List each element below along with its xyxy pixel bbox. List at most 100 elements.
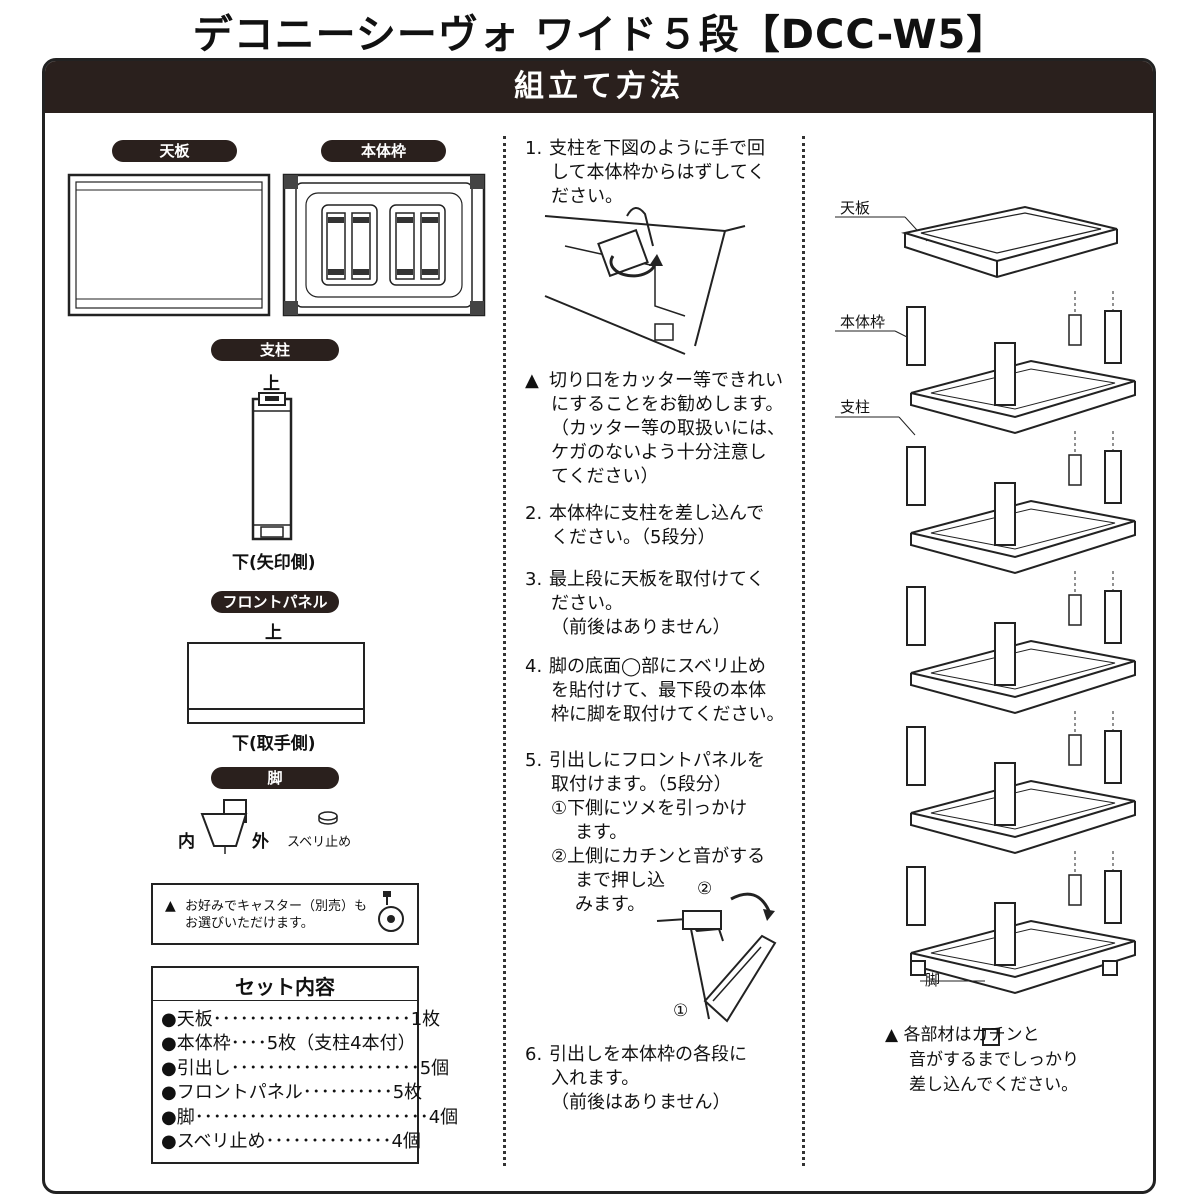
set-row: ●フロントパネル･･････････5枚 — [161, 1082, 423, 1103]
hontaiwaku-illustration — [282, 173, 486, 317]
post-front — [994, 902, 1016, 966]
assembly-label-tenita: 天板 — [840, 199, 871, 217]
post-right — [1104, 730, 1122, 784]
shichu-bottom-label: 下(矢印側) — [232, 553, 316, 573]
frame-tier — [910, 779, 1136, 839]
frame-tier-edge — [910, 801, 1136, 855]
set-row: ●本体枠････5枚（支柱4本付） — [161, 1033, 416, 1054]
assembly-label-ashi: 脚 — [925, 971, 941, 989]
warning-icon: ▲ — [165, 898, 176, 914]
step-2: 2.本体枠に支柱を差し込んで ください。（5段分） — [525, 502, 764, 550]
set-contents-divider — [153, 1000, 417, 1001]
step-5-line: ます。 — [575, 822, 628, 843]
warning-note: ▲切り口をカッター等できれい にすることをお勧めします。 （カッター等の取扱いに… — [525, 369, 785, 489]
step-3-number: 3. — [525, 569, 543, 590]
step-1-line: 支柱を下図のように手で回 — [549, 138, 765, 159]
step-1-number: 1. — [525, 138, 543, 159]
section-banner: 組立て方法 — [45, 61, 1153, 113]
step-5-illustration — [656, 892, 777, 1023]
warning-line: 切り口をカッター等できれい — [549, 370, 783, 391]
step-6: 6.引出しを本体枠の各段に 入れます。 （前後はありません） — [525, 1043, 747, 1115]
post-front — [994, 622, 1016, 686]
step-5-line: 取付けます。（5段分） — [551, 774, 732, 795]
instruction-frame: 組立て方法 天板 本体枠 支柱 上 下(矢印側) — [42, 58, 1156, 1194]
warning-line: ケガのないよう十分注意し — [551, 442, 767, 463]
step-1-line: ださい。 — [551, 186, 623, 207]
step-3: 3. 最上段に天板を取付けてく ださい。 （前後はありません） — [525, 568, 764, 640]
front-panel-illustration — [187, 642, 365, 724]
circle-1-marker: ① — [673, 1001, 689, 1021]
step-6-line: （前後はありません） — [551, 1092, 731, 1113]
front-panel-top-label: 上 — [265, 623, 282, 643]
label-hontaiwaku: 本体枠 — [321, 140, 446, 162]
assembly-illustration — [835, 205, 1136, 1046]
post-back — [1068, 314, 1082, 346]
assembly-note-line: 各部材はカチンと — [903, 1025, 1040, 1045]
frame-tier — [910, 639, 1136, 699]
assembly-label-shichu: 支柱 — [840, 398, 871, 416]
step-5: 5. 引出しにフロントパネルを 取付けます。（5段分） ①下側にツメを引っかけ ま… — [525, 749, 765, 917]
post-back — [1068, 454, 1082, 486]
assembly-label-hontaiwaku: 本体枠 — [840, 313, 886, 331]
step-4: 4.脚の底面◯部にスベリ止め を貼付けて、最下段の本体 枠に脚を取付けてください… — [525, 655, 784, 727]
front-panel-bottom-label: 下(取手側) — [232, 734, 316, 754]
column-divider — [802, 136, 805, 1166]
post-left — [906, 866, 926, 926]
set-contents-header: セット内容 — [235, 975, 335, 999]
shichu-illustration — [251, 392, 293, 541]
step-4-line: 脚の底面◯部にスベリ止め — [549, 656, 766, 677]
step-5-line: ①下側にツメを引っかけ — [551, 798, 748, 819]
page-title: デコニーシーヴォ ワイド５段【DCC-W5】 — [192, 12, 1008, 58]
step-6-line: 入れます。 — [551, 1068, 640, 1089]
post-back — [1068, 734, 1082, 766]
label-front-panel: フロントパネル — [211, 591, 339, 613]
step-2-number: 2. — [525, 503, 543, 524]
frame-tier-edge — [910, 661, 1136, 715]
step-3-line: ださい。 — [551, 593, 623, 614]
label-shichu: 支柱 — [211, 339, 339, 361]
suberi-label: スベリ止め — [287, 835, 352, 850]
step-3-line: （前後はありません） — [551, 617, 731, 638]
column-divider — [503, 136, 506, 1166]
step-3-line: 最上段に天板を取付けてく — [549, 569, 765, 590]
caster-icon — [378, 891, 404, 932]
step-4-line: 枠に脚を取付けてください。 — [551, 704, 785, 725]
caster-note-line2: お選びいただけます。 — [185, 916, 314, 931]
step-4-line: を貼付けて、最下段の本体 — [551, 680, 767, 701]
caster-note-box: ▲ お好みでキャスター（別売）も お選びいただけます。 — [151, 883, 419, 945]
step-5-line: 引出しにフロントパネルを — [549, 750, 765, 771]
frame-tier-edge — [910, 381, 1136, 435]
suberi-illustration — [318, 811, 338, 825]
circle-2-marker: ② — [697, 879, 713, 899]
assembly-note: ▲ 各部材はカチンと 音がするまでしっかり 差し込んでください。 — [885, 1023, 1079, 1098]
warning-line: （カッター等の取扱いには、 — [551, 418, 785, 439]
caster-note-line1: お好みでキャスター（別売）も — [185, 899, 368, 914]
step-1: 1. 支柱を下図のように手で回 して本体枠からはずしてく ださい。 — [525, 137, 765, 209]
post-left — [906, 726, 926, 786]
frame-tier — [910, 919, 1136, 979]
step-1-illustration — [544, 207, 746, 355]
set-row: ●脚･･････････････････････････4個 — [161, 1107, 459, 1128]
step-5-line: ②上側にカチンと音がする — [551, 846, 766, 867]
ashi-illustration — [200, 799, 248, 854]
step-6-line: 引出しを本体枠の各段に — [549, 1044, 747, 1065]
set-row: ●引出し･････････････････････5個 — [161, 1058, 450, 1079]
step-1-line: して本体枠からはずしてく — [551, 162, 766, 183]
assembly-note-line: 差し込んでください。 — [909, 1075, 1079, 1095]
warning-line: にすることをお勧めします。 — [551, 394, 784, 415]
assembly-note-line: 音がするまでしっかり — [909, 1050, 1079, 1070]
ashi-outer-label: 外 — [252, 832, 269, 852]
post-left — [906, 586, 926, 646]
post-front — [994, 342, 1016, 406]
warning-icon: ▲ — [885, 1025, 904, 1045]
tenita-illustration — [67, 173, 271, 317]
label-tenita: 天板 — [112, 140, 237, 162]
post-right — [1104, 310, 1122, 364]
frame-tier-edge — [910, 521, 1136, 575]
frame-tier — [910, 499, 1136, 559]
post-back — [1068, 874, 1082, 906]
set-row: ●スベリ止め･･････････････4個 — [161, 1131, 421, 1152]
step-5-number: 5. — [525, 750, 543, 771]
frame-tier — [910, 359, 1136, 419]
post-right — [1104, 450, 1122, 504]
